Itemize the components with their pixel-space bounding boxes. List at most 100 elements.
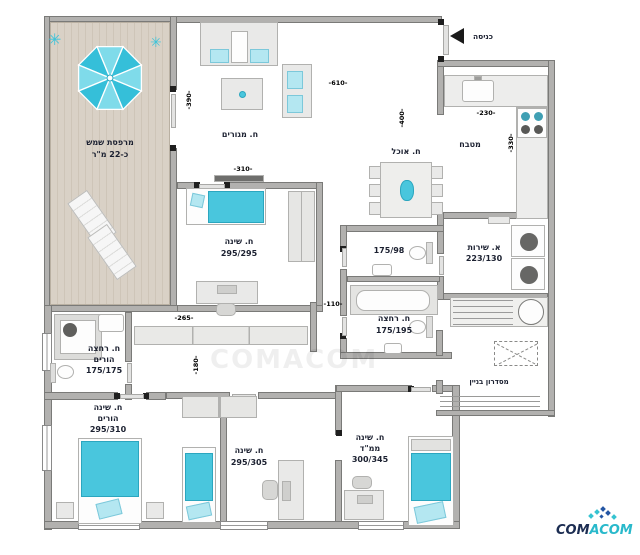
door-leaf	[439, 256, 444, 275]
door-leaf	[342, 248, 347, 267]
double-bed	[78, 438, 142, 524]
wall	[347, 276, 440, 282]
parents-bedroom-label: ח. שינה	[93, 403, 123, 412]
pillow	[413, 501, 447, 524]
parents-bedroom-dims: 295/310	[89, 425, 127, 434]
coffee-table	[221, 78, 263, 110]
wall	[436, 380, 443, 394]
hall-closet	[134, 326, 308, 345]
nightstand	[56, 502, 74, 519]
parents-bath-label2: הורים	[93, 355, 115, 364]
door-jamb	[224, 182, 230, 188]
wall	[340, 269, 347, 316]
dim-hall-right: -110-	[323, 300, 343, 308]
desk	[196, 281, 258, 304]
pillow	[95, 498, 123, 520]
wall	[437, 212, 444, 254]
wall	[437, 60, 444, 115]
nightstand	[146, 502, 164, 519]
door-jamb	[170, 86, 176, 92]
blanket	[411, 453, 451, 501]
bathtub	[350, 285, 438, 315]
terrace-size: כ-22 מ"ר	[91, 150, 129, 159]
parents-bedroom-label2: הורים	[97, 414, 119, 423]
desk-chair	[216, 303, 236, 316]
washer-door	[520, 233, 538, 251]
faucet	[474, 76, 482, 81]
sofa-cushion	[250, 49, 269, 63]
door-jamb	[143, 393, 149, 399]
shower-drain	[63, 323, 77, 337]
parents-bath-label: ח. רחצה	[87, 344, 121, 353]
kitchen-sink	[462, 80, 494, 102]
stairs-stripes	[453, 300, 513, 325]
dim-hall-top: -265-	[174, 314, 194, 322]
terrace-label: מרפסת שמש	[86, 138, 134, 147]
wall	[170, 16, 177, 90]
dim-living-bottom: -310-	[233, 165, 253, 173]
wall	[146, 392, 166, 400]
wall	[125, 384, 132, 400]
parents-bath-dims: 175/175	[85, 366, 123, 375]
door-jamb	[438, 56, 444, 62]
door-jamb	[438, 19, 444, 25]
desk	[344, 490, 384, 520]
wall	[177, 305, 323, 312]
bedroom1-dims: 295/295	[220, 249, 258, 258]
blanket	[185, 453, 213, 501]
wall	[548, 60, 555, 417]
bed	[182, 447, 216, 523]
table-decor	[239, 91, 246, 98]
window	[42, 333, 52, 371]
shower	[54, 314, 102, 360]
burner	[521, 112, 530, 121]
bed	[408, 436, 454, 526]
wall	[436, 330, 443, 356]
door-leaf	[411, 387, 431, 392]
living-label: ח. מגורים	[221, 130, 259, 139]
bedroom1-label: ח. שינה	[224, 237, 254, 246]
window	[220, 521, 268, 530]
sofa-cushion	[210, 49, 229, 63]
sofa	[200, 22, 278, 66]
burner	[521, 125, 530, 134]
wall	[44, 305, 52, 530]
toilet-bowl	[409, 320, 426, 334]
monitor	[217, 285, 237, 294]
monitor	[282, 481, 291, 501]
umbrella-icon	[77, 45, 143, 111]
bath-sink	[98, 314, 124, 332]
sofa-cushion	[231, 31, 248, 63]
door-jamb	[170, 145, 176, 151]
wall	[125, 312, 132, 362]
dim-hall-v: -180-	[191, 355, 200, 375]
entrance-arrow-icon	[450, 28, 464, 44]
wall	[336, 385, 412, 392]
burner	[534, 125, 543, 134]
dim-kitchen-top: -230-	[476, 109, 496, 117]
wall	[258, 392, 336, 399]
dining-chair	[431, 184, 443, 197]
plant-icon: ✳	[150, 35, 162, 51]
bed	[186, 188, 266, 225]
bath-sink	[384, 343, 402, 354]
dining-table	[380, 162, 432, 218]
monitor	[357, 495, 373, 504]
elevator-cross	[496, 343, 538, 366]
bedroom2-label: ח. שינה	[234, 446, 264, 455]
tv-cabinet	[214, 175, 264, 182]
pillow	[185, 501, 213, 521]
armchair-seat	[287, 95, 303, 113]
stair-line	[440, 401, 540, 402]
logo-icon	[588, 506, 617, 520]
window	[358, 521, 404, 530]
dryer	[511, 258, 545, 290]
door-leaf	[120, 394, 144, 399]
blanket	[81, 441, 139, 497]
closet	[182, 396, 257, 418]
dryer-door	[520, 266, 538, 284]
wall	[310, 302, 317, 352]
round-sink	[518, 299, 544, 325]
door-leaf	[443, 25, 449, 55]
